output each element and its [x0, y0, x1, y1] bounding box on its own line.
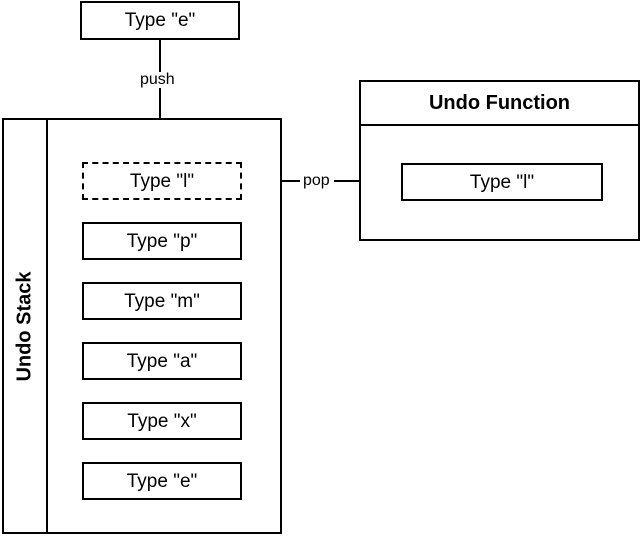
undo-stack-item[interactable]: Type "x" — [82, 402, 242, 440]
push-edge-label: push — [137, 72, 178, 88]
undo-stack-item[interactable]: Type "a" — [82, 342, 242, 380]
undo-function-title: Undo Function — [361, 82, 638, 126]
incoming-action-box[interactable]: Type "e" — [80, 1, 240, 40]
undo-stack-container: Undo Stack Type "l"Type "p"Type "m"Type … — [2, 118, 282, 534]
undo-function-panel: Undo Function Type "l" — [359, 80, 640, 241]
undo-stack-item[interactable]: Type "l" — [82, 162, 242, 200]
pop-edge-label: pop — [300, 173, 333, 189]
undo-stack-label: Undo Stack — [13, 270, 36, 382]
undo-stack-item[interactable]: Type "m" — [82, 282, 242, 320]
undo-stack-item[interactable]: Type "e" — [82, 462, 242, 500]
undo-stack-label-cell: Undo Stack — [4, 120, 48, 532]
undo-stack-items: Type "l" Type "p" Type "m" Type "a" Type "x"… — [48, 120, 280, 532]
undo-function-item-box[interactable]: Type "l" — [401, 163, 603, 201]
undo-stack-item[interactable]: Type "p" — [82, 222, 242, 260]
